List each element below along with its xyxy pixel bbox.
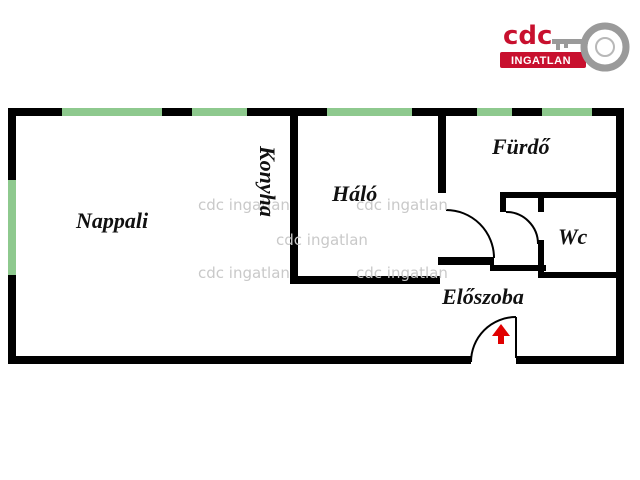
room-label-eloszoba: Előszoba xyxy=(441,284,524,309)
watermark-2: cdc ingatlan xyxy=(356,196,448,214)
room-label-furdo: Fürdő xyxy=(491,134,551,159)
watermark-1: cdc ingatlan xyxy=(198,196,290,214)
window-nappali-top xyxy=(62,108,162,116)
watermark-4: cdc ingatlan xyxy=(198,264,290,282)
walls xyxy=(8,108,624,364)
window-furdo-top xyxy=(477,108,512,116)
window-nappali-top-2 xyxy=(192,108,247,116)
door-wc xyxy=(505,211,539,245)
watermark-5: cdc ingatlan xyxy=(356,264,448,282)
door-entrance xyxy=(470,316,517,363)
window-nappali-left xyxy=(8,180,16,275)
room-labels: Nappali Konyha Háló Fürdő Wc Előszoba xyxy=(75,134,588,309)
window-halo-top xyxy=(327,108,412,116)
watermark-3: cdc ingatlan xyxy=(276,231,368,249)
door-halo xyxy=(445,209,495,259)
watermarks: cdc ingatlan cdc ingatlan cdc ingatlan c… xyxy=(198,196,448,282)
key-icon xyxy=(552,22,630,72)
up-arrow-icon xyxy=(492,324,510,344)
logo: cdc INGATLAN xyxy=(500,21,630,72)
logo-brand: cdc xyxy=(503,21,552,51)
windows xyxy=(8,108,592,275)
room-label-halo: Háló xyxy=(331,181,377,206)
room-label-wc: Wc xyxy=(558,224,588,249)
room-label-nappali: Nappali xyxy=(75,208,149,233)
logo-subtitle: INGATLAN xyxy=(511,55,571,67)
room-label-konyha: Konyha xyxy=(255,145,280,217)
doors xyxy=(445,209,539,363)
logo-subtitle-bg xyxy=(500,52,586,68)
window-furdo-top-2 xyxy=(542,108,592,116)
